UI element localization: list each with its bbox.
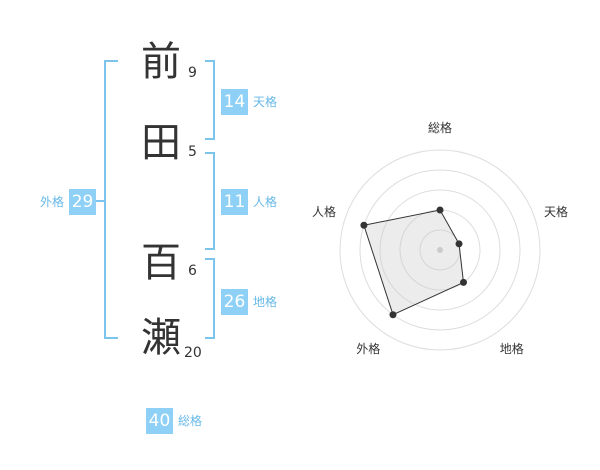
stroke-count-2: 5 (188, 144, 197, 160)
radar-axis-label-1: 総格 (427, 121, 453, 135)
stroke-count-1: 9 (188, 65, 197, 81)
chikaku-value: 26 (221, 289, 248, 315)
radar-axis-label-3: 地格 (499, 341, 524, 356)
name-char-3: 百 (141, 240, 181, 286)
radar-point-3 (460, 278, 468, 286)
name-char-1: 前 (141, 39, 181, 85)
stroke-count-3: 6 (188, 263, 197, 279)
tenkaku-label: 天格 (253, 95, 278, 109)
soukaku-label: 総格 (178, 414, 203, 428)
radar-axis-label-4: 外格 (356, 341, 381, 356)
radar-axis-label-5: 人格 (311, 205, 336, 220)
radar-point-2 (455, 240, 463, 248)
radar-center-dot (437, 247, 443, 253)
gaikaku-label: 外格 (40, 195, 65, 209)
gaikaku-value: 29 (69, 189, 97, 215)
jinkaku-label: 人格 (253, 195, 278, 209)
jinkaku-result: 11 人格 (221, 189, 277, 215)
stroke-count-4: 20 (184, 345, 202, 361)
tenkaku-result: 14 天格 (221, 89, 277, 115)
name-char-4: 瀬 (141, 315, 181, 361)
radar-axis-label-2: 天格 (544, 205, 569, 220)
radar-grid-ring (339, 149, 541, 351)
name-char-2: 田 (141, 120, 181, 166)
jinkaku-value: 11 (221, 189, 248, 215)
radar-grid-ring (379, 189, 501, 311)
radar-series-polygon (363, 209, 465, 316)
radar-chart: 総格天格地格 外格 人格 (300, 110, 580, 390)
soukaku-result: 40 総格 (146, 408, 202, 434)
gaikaku-result: 外格 29 (40, 189, 97, 215)
radar-svg (339, 149, 541, 351)
soukaku-value: 40 (146, 408, 173, 434)
tenkaku-value: 14 (221, 89, 248, 115)
radar-point-1 (436, 206, 444, 214)
chikaku-result: 26 地格 (221, 289, 277, 315)
radar-point-5 (360, 221, 368, 229)
radar-grid-ring (359, 169, 521, 331)
radar-point-4 (389, 311, 397, 319)
chikaku-label: 地格 (253, 295, 278, 309)
